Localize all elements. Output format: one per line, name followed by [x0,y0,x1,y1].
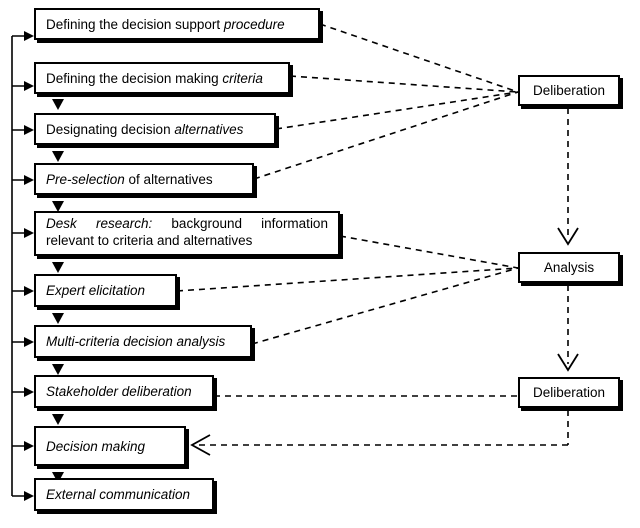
link-step1-deliberation1 [319,23,519,93]
feedback-arrowhead-7 [24,337,34,347]
step-6-label: Expert elicitation [46,283,146,298]
phase-1-label: Deliberation [532,83,606,98]
step-4-label: Pre-selection of alternatives [46,171,213,187]
flow-arrowhead-1 [52,99,64,110]
step-8-label: Stakeholder deliberation [46,384,192,399]
flow-arrowhead-3 [52,201,64,212]
step-box-10: External communication [34,478,214,511]
step-7-label: Multi-criteria decision analysis [46,334,226,349]
link-step2-deliberation1 [289,75,519,93]
step-box-1: Defining the decision support procedure [34,8,320,40]
feedback-arrowhead-2 [24,81,34,91]
step-box-8: Stakeholder deliberation [34,375,214,408]
flow-arrowhead-4 [52,262,64,273]
flow-arrowhead-2 [52,151,64,162]
step-box-4: Pre-selection of alternatives [34,163,254,195]
phase-box-deliberation-1: Deliberation [518,75,620,106]
phase-2-label: Analysis [543,260,595,275]
link-step5-analysis [339,235,519,269]
step-1-label: Defining the decision support procedure [46,16,285,32]
flow-arrowhead-7 [52,414,64,425]
phase-3-label: Deliberation [532,385,606,400]
link-step3-deliberation1 [275,91,519,130]
step-box-2: Defining the decision making criteria [34,62,290,94]
phase-flow-2-arrowhead [557,353,579,372]
step-5-line-1: Desk research: background information [46,216,328,231]
link-step7-analysis [251,267,519,345]
step-2-label: Defining the decision making criteria [46,70,263,86]
link-step6-analysis [176,267,519,292]
feedback-arrowhead-9 [24,441,34,451]
step-box-5: Desk research: background information re… [34,211,340,256]
step-3-label: Designating decision alternatives [46,121,244,137]
step-box-7: Multi-criteria decision analysis [34,325,252,358]
phase-flow-1-arrowhead [557,227,579,246]
feedback-arrowhead-8 [24,387,34,397]
step-box-9: Decision making [34,426,186,466]
step-box-6: Expert elicitation [34,274,177,307]
phase-box-deliberation-2: Deliberation [518,377,620,408]
phase-box-analysis: Analysis [518,252,620,283]
step-box-3: Designating decision alternatives [34,113,276,145]
feedback-arrowhead-10 [24,491,34,501]
step-9-label: Decision making [46,438,146,454]
feedback-arrowhead-3 [24,125,34,135]
flow-arrowhead-8 [52,472,64,483]
flow-arrowhead-5 [52,313,64,324]
link-step4-deliberation1 [253,91,519,180]
feedback-arrowhead-5 [24,228,34,238]
flow-arrowhead-6 [52,364,64,375]
step-10-label: External communication [46,487,191,502]
feedback-arrowhead-1 [24,31,34,41]
step-5-line-2: relevant to criteria and alternatives [46,233,253,248]
decision-link-arrowhead [190,434,211,456]
feedback-arrowhead-6 [24,286,34,296]
feedback-arrowhead-4 [24,175,34,185]
